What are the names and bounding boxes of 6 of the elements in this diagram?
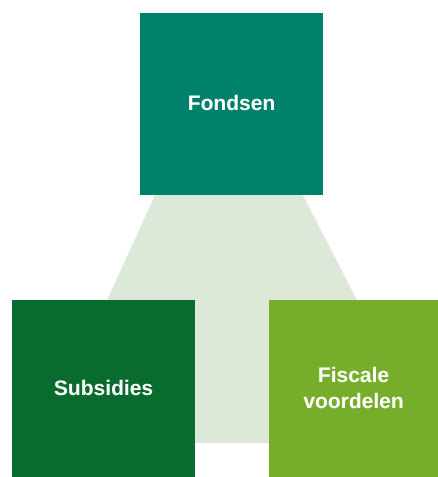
category-box [12, 300, 195, 477]
category-box [140, 13, 323, 195]
box-label: Fiscale voordelen [302, 363, 405, 414]
box-label: Fondsen [188, 91, 276, 117]
category-box [269, 300, 438, 477]
box-label: Subsidies [54, 376, 154, 402]
